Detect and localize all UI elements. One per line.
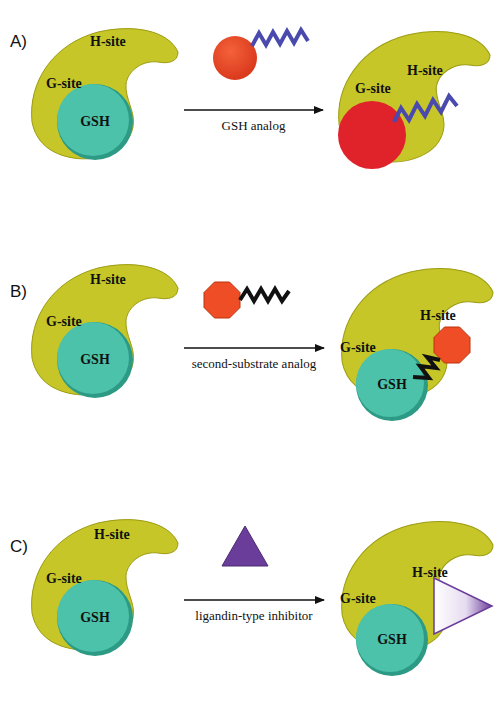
- gsh-circle: GSH: [356, 604, 428, 676]
- arrow-label: GSH analog: [222, 118, 286, 134]
- analog-tail: [252, 30, 308, 46]
- gsh-shadow: [57, 580, 133, 656]
- gsh-circle: GSH: [57, 322, 133, 398]
- panel-label: B): [10, 282, 27, 302]
- gsh-shadow: [57, 84, 133, 160]
- site-label: H-site: [90, 34, 126, 50]
- substrate-tail: [240, 289, 289, 301]
- site-label: H-site: [94, 527, 130, 543]
- enzyme-body: [339, 32, 490, 162]
- site-label: H-site: [420, 308, 456, 324]
- gsh-analog-ball: [213, 36, 257, 80]
- gsh-label: GSH: [356, 632, 428, 648]
- site-label: G-site: [340, 340, 376, 356]
- reaction-arrow: [184, 109, 323, 110]
- gsh-circle: GSH: [57, 580, 133, 656]
- enzyme-body: [32, 265, 178, 395]
- gsh-shadow: [57, 322, 133, 398]
- site-label: H-site: [407, 63, 443, 79]
- gsh-circle: GSH: [57, 84, 133, 160]
- gsh-label: GSH: [57, 114, 133, 130]
- site-label: G-site: [340, 591, 376, 607]
- enzyme-body: [32, 29, 178, 159]
- site-label: G-site: [46, 76, 82, 92]
- arrow-label: ligandin-type inhibitor: [195, 608, 312, 624]
- bound-analog-ball: [338, 101, 406, 169]
- site-label: G-site: [46, 314, 82, 330]
- arrow-label: second-substrate analog: [192, 356, 317, 372]
- inhibitor-triangle: [222, 526, 268, 566]
- gsh-label: GSH: [356, 377, 428, 393]
- site-label: G-site: [46, 571, 82, 587]
- panel-label: C): [10, 537, 28, 557]
- panel-label: A): [10, 32, 27, 52]
- gsh-label: GSH: [57, 610, 133, 626]
- bound-inhibitor-triangle: [434, 578, 492, 634]
- bound-substrate-octagon: [434, 327, 470, 363]
- gsh-shadow: [356, 349, 428, 421]
- gsh-shadow: [356, 604, 428, 676]
- site-label: H-site: [90, 272, 126, 288]
- site-label: G-site: [355, 81, 391, 97]
- gsh-label: GSH: [57, 352, 133, 368]
- reaction-arrow: [184, 599, 324, 600]
- reaction-arrow: [184, 347, 324, 348]
- site-label: H-site: [412, 565, 448, 581]
- gsh-circle: GSH: [356, 349, 428, 421]
- substrate-octagon: [204, 282, 240, 318]
